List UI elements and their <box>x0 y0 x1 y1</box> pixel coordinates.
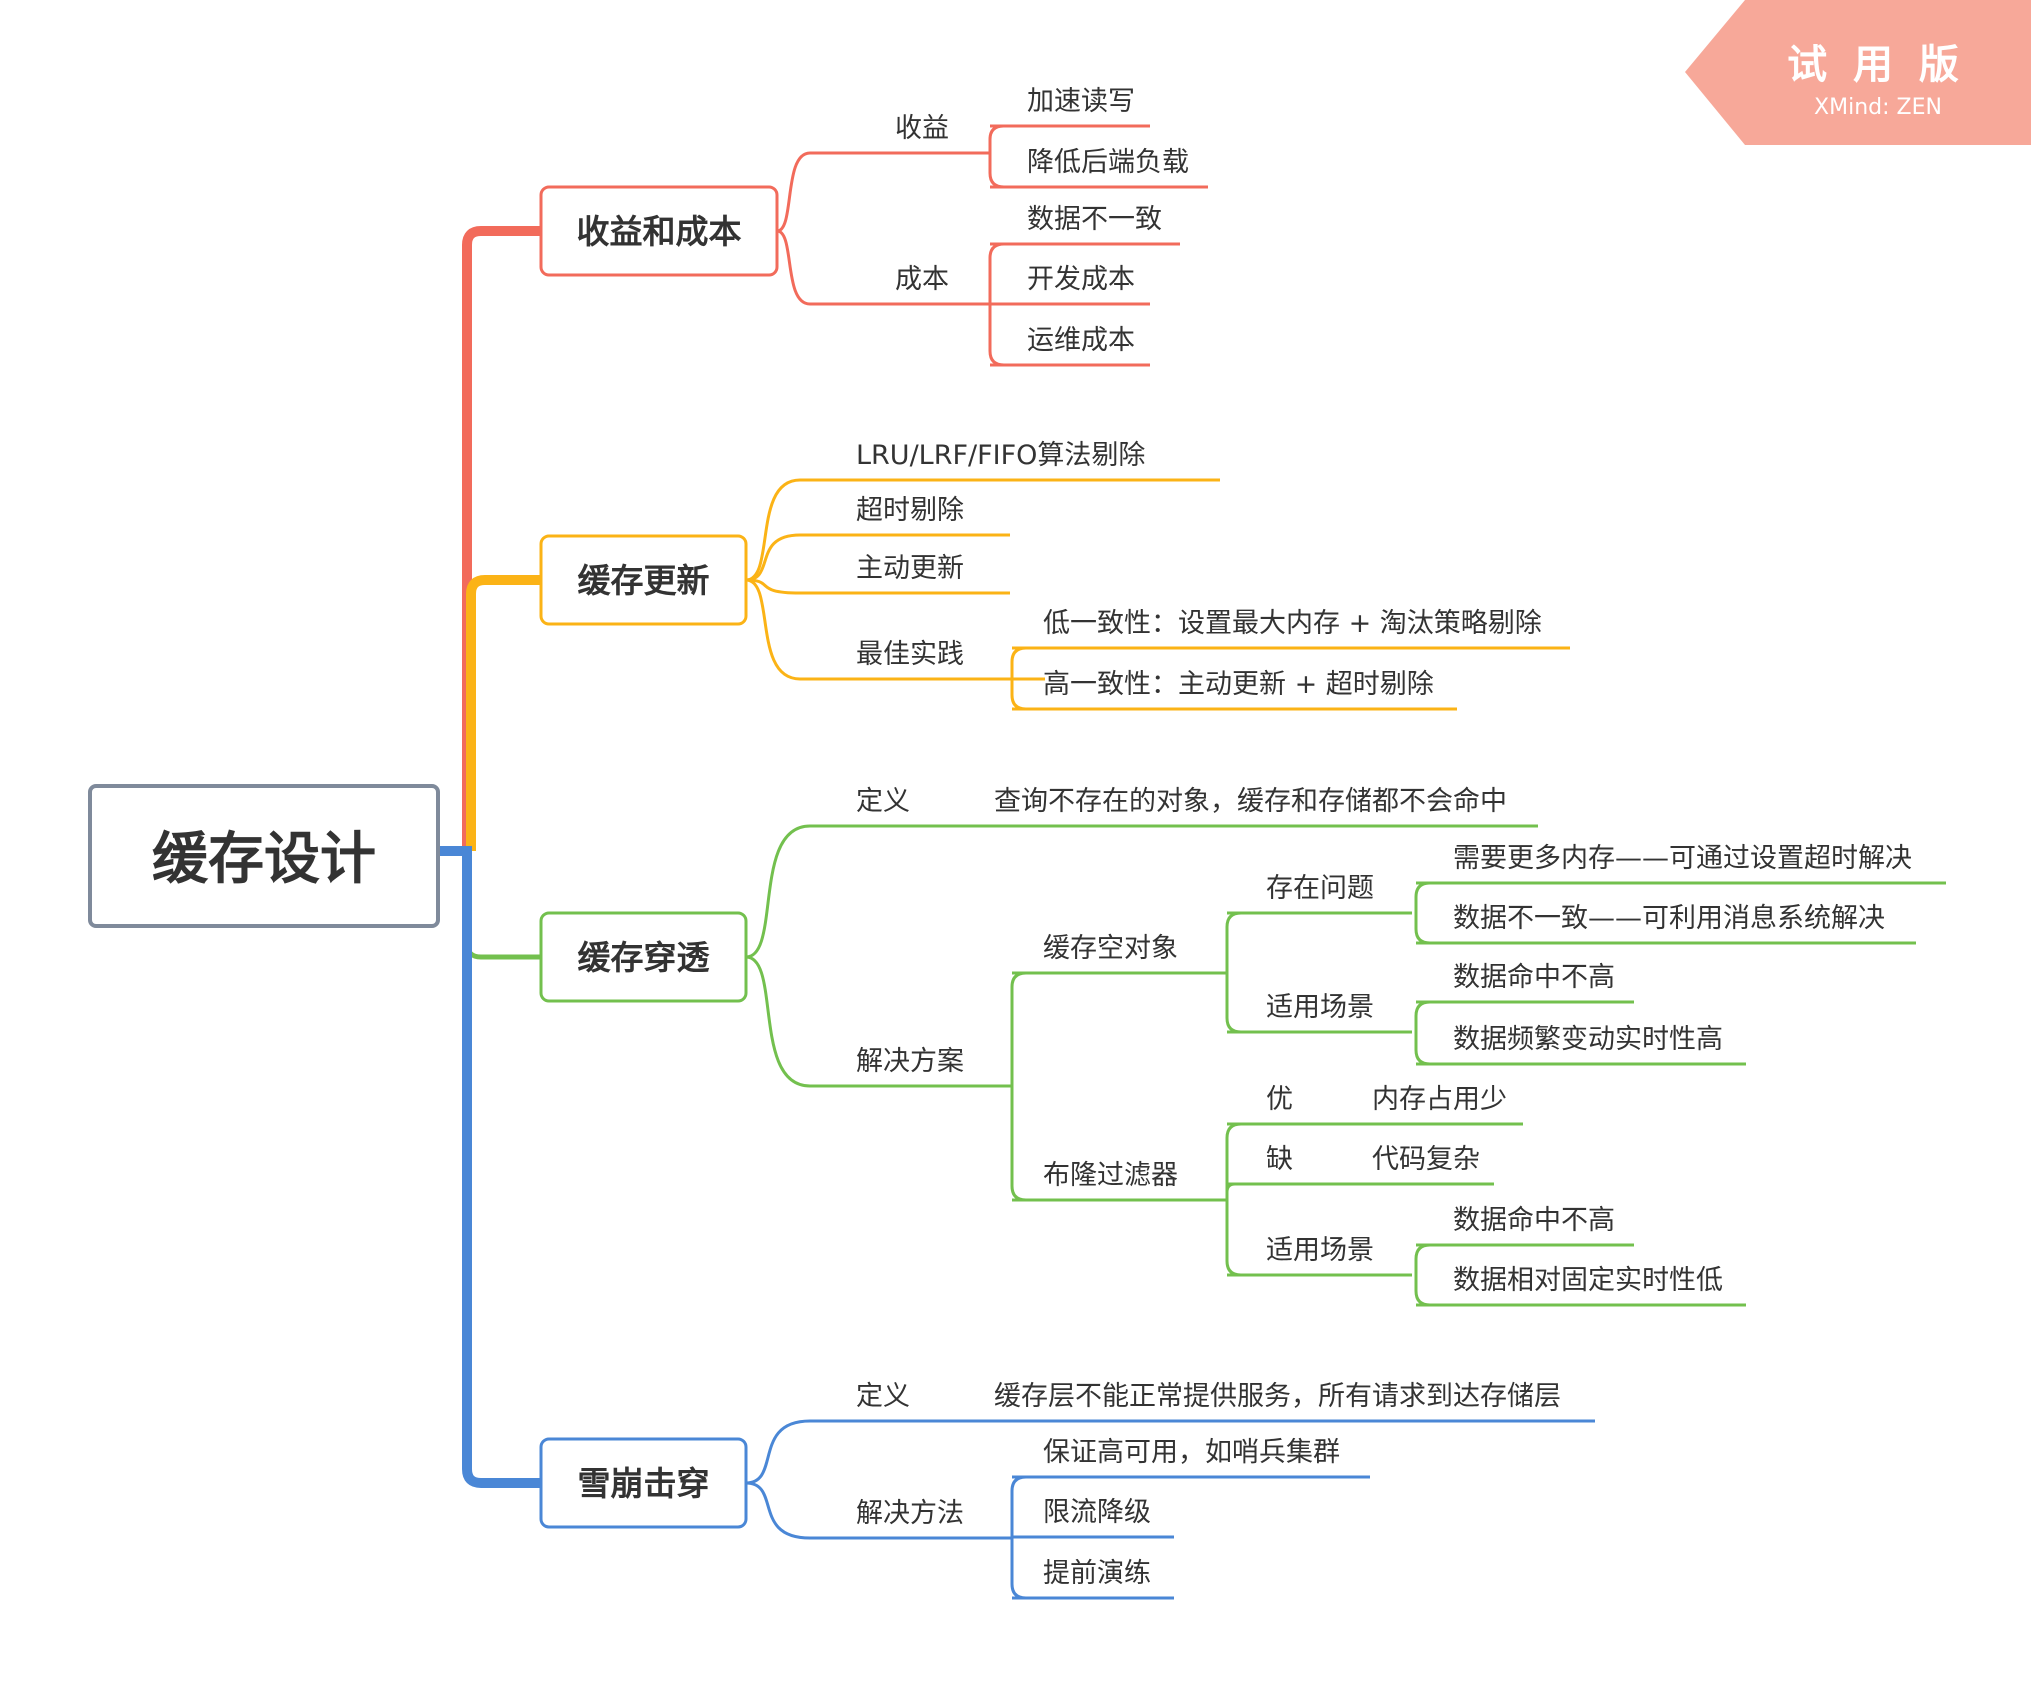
leaf-label[interactable]: 内存占用少 <box>1372 1084 1507 1115</box>
leaf-label[interactable]: 提前演练 <box>1043 1558 1151 1589</box>
branch-connector <box>745 578 801 595</box>
root-topic-label[interactable]: 缓存设计 <box>152 827 376 892</box>
leaf-label[interactable]: 数据相对固定实时性低 <box>1453 1265 1723 1296</box>
leaf-label[interactable]: 数据频繁变动实时性高 <box>1453 1024 1723 1055</box>
leaf-connector <box>1414 1275 1431 1307</box>
leaf-connector <box>1010 1538 1027 1600</box>
leaf-connector <box>1414 881 1431 913</box>
subtopic-label[interactable]: 超时剔除 <box>856 495 964 526</box>
leaf-label[interactable]: 加速读写 <box>1027 86 1135 117</box>
leaf-label[interactable]: 数据不一致 <box>1027 204 1162 235</box>
branch-connector <box>776 151 811 233</box>
leaf-label[interactable]: 高一致性：主动更新 + 超时剔除 <box>1043 669 1434 700</box>
leaf-connector <box>1010 971 1027 1086</box>
subtopic-label[interactable]: 解决方法 <box>856 1498 964 1529</box>
leaf-label[interactable]: 限流降级 <box>1043 1497 1151 1528</box>
subtopic-label[interactable]: 最佳实践 <box>856 639 964 670</box>
subtopic-label[interactable]: 收益 <box>895 113 949 144</box>
leaf-connector <box>1414 1032 1431 1066</box>
branch-topic-label[interactable]: 雪崩击穿 <box>578 1464 710 1503</box>
trunk-blue <box>438 846 540 1488</box>
subtopic-label[interactable]: 适用场景 <box>1266 1235 1374 1266</box>
branch-topic-label[interactable]: 缓存穿透 <box>578 938 710 977</box>
leaf-connector <box>1010 646 1027 679</box>
connector-lines <box>438 124 1946 1600</box>
leaf-label[interactable]: 缓存层不能正常提供服务，所有请求到达存储层 <box>994 1381 1561 1412</box>
branch-connector <box>776 229 811 306</box>
branch-topic-label[interactable]: 缓存更新 <box>578 561 710 600</box>
subtopic-label[interactable]: 布隆过滤器 <box>1043 1160 1178 1191</box>
trunk-red <box>438 226 540 856</box>
leaf-label[interactable]: 运维成本 <box>1027 325 1135 356</box>
leaf-label[interactable]: 降低后端负载 <box>1027 147 1189 178</box>
leaf-connector <box>1225 1200 1242 1277</box>
leaf-connector <box>1010 679 1027 711</box>
branch-topic-box[interactable] <box>539 185 779 277</box>
branch-connector <box>745 533 801 582</box>
branch-topic-box[interactable] <box>539 534 748 626</box>
leaf-label[interactable]: 低一致性：设置最大内存 + 淘汰策略剔除 <box>1043 608 1542 639</box>
leaf-connector <box>1414 1243 1431 1275</box>
leaf-connector <box>1225 973 1242 1034</box>
leaf-label[interactable]: 数据命中不高 <box>1453 1205 1615 1236</box>
subtopic-label[interactable]: 主动更新 <box>856 553 964 584</box>
subtopic-label[interactable]: 缓存空对象 <box>1043 933 1178 964</box>
branch-connector <box>745 478 801 582</box>
topic-nodes: 缓存设计收益和成本缓存更新缓存穿透雪崩击穿收益成本加速读写降低后端负载数据不一致… <box>88 86 1912 1589</box>
subtopic-label[interactable]: 定义 <box>856 1381 910 1412</box>
subtopic-label[interactable]: 定义 <box>856 786 910 817</box>
trunk-yellow <box>466 575 540 851</box>
leaf-label[interactable]: 代码复杂 <box>1372 1144 1480 1175</box>
leaf-connector <box>1010 1086 1027 1202</box>
branch-connector <box>745 1481 811 1540</box>
leaf-connector <box>988 124 1004 153</box>
leaf-label[interactable]: 需要更多内存——可通过设置超时解决 <box>1453 843 1912 874</box>
branch-connector <box>745 1419 811 1485</box>
branch-topic-box[interactable] <box>539 911 748 1003</box>
leaf-connector <box>1010 1475 1027 1538</box>
leaf-label[interactable]: 数据不一致——可利用消息系统解决 <box>1453 903 1885 934</box>
leaf-connector <box>1225 911 1242 973</box>
subtopic-label[interactable]: 解决方案 <box>856 1046 964 1077</box>
subtopic-label[interactable]: 适用场景 <box>1266 992 1374 1023</box>
leaf-label[interactable]: 开发成本 <box>1027 264 1135 295</box>
leaf-connector <box>1414 1000 1431 1032</box>
leaf-label[interactable]: 数据命中不高 <box>1453 962 1615 993</box>
subtopic-label[interactable]: 缺 <box>1266 1144 1293 1175</box>
leaf-connector <box>1225 1182 1236 1200</box>
subtopic-label[interactable]: 成本 <box>895 264 949 295</box>
leaf-connector <box>988 304 1005 367</box>
branch-connector <box>745 824 811 959</box>
leaf-label[interactable]: 查询不存在的对象，缓存和存储都不会命中 <box>994 786 1507 817</box>
leaf-label[interactable]: 保证高可用，如哨兵集群 <box>1043 1437 1340 1468</box>
branch-topic-box[interactable] <box>539 1437 748 1529</box>
leaf-connector <box>988 153 1005 189</box>
leaf-connector <box>988 242 1005 304</box>
leaf-connector <box>1414 913 1431 945</box>
subtopic-label[interactable]: 存在问题 <box>1266 873 1374 904</box>
trunk-green <box>464 851 540 960</box>
branch-topic-label[interactable]: 收益和成本 <box>577 212 742 251</box>
branch-connector <box>745 578 801 681</box>
root-topic-box[interactable] <box>88 784 440 928</box>
branch-connector <box>745 955 811 1088</box>
subtopic-label[interactable]: LRU/LRF/FIFO算法剔除 <box>856 440 1145 471</box>
subtopic-label[interactable]: 优 <box>1266 1084 1293 1115</box>
